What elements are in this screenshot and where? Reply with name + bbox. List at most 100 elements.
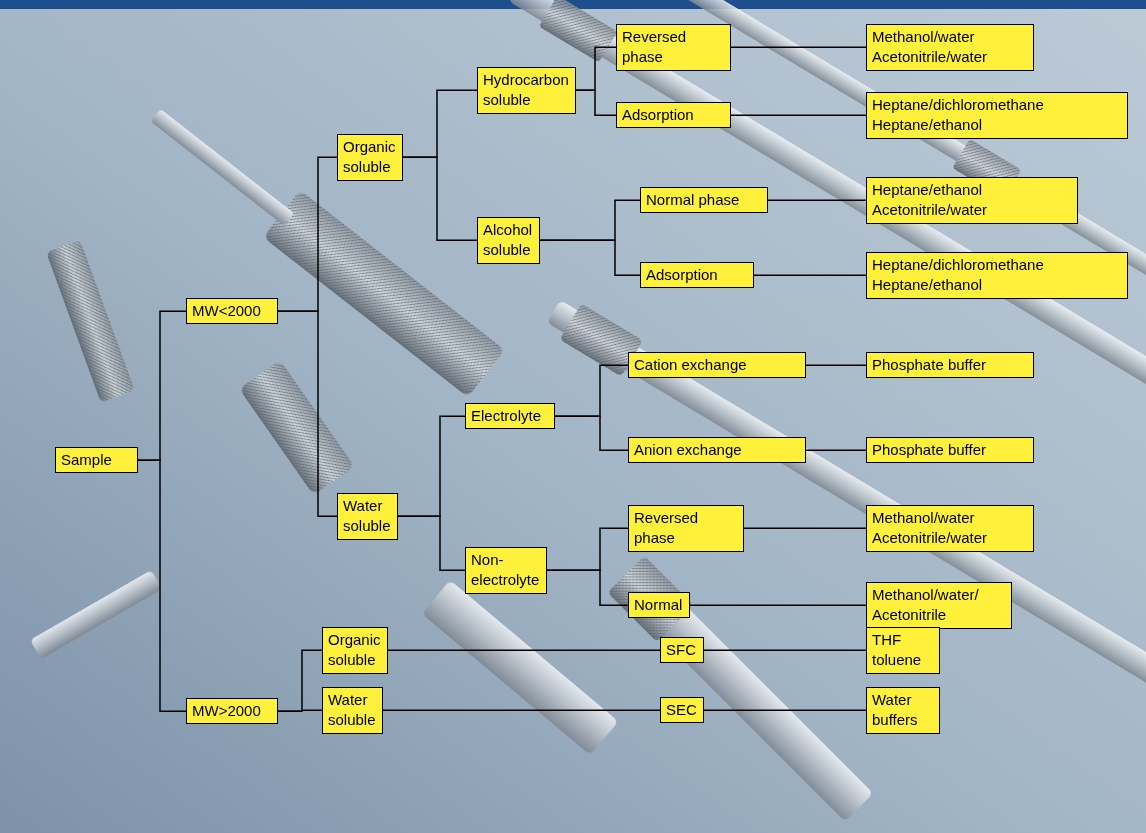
connector bbox=[383, 709, 660, 711]
connector bbox=[278, 650, 322, 711]
box-text: Electrolyte bbox=[471, 406, 549, 426]
column-fitting bbox=[539, 0, 618, 62]
connector bbox=[398, 516, 465, 570]
knurling bbox=[539, 0, 618, 62]
connector bbox=[403, 157, 477, 240]
category-box: Cation exchange bbox=[628, 352, 806, 378]
connector bbox=[540, 200, 640, 240]
category-box: Methanol/water Acetonitrile/water bbox=[866, 505, 1034, 552]
category-box: Phosphate buffer bbox=[866, 352, 1034, 378]
connector bbox=[278, 157, 337, 311]
connector bbox=[138, 311, 186, 460]
box-text: Methanol/water Acetonitrile/water bbox=[872, 27, 1028, 68]
knurling bbox=[607, 556, 693, 642]
category-box: Adsorption bbox=[640, 262, 754, 288]
box-text: MW>2000 bbox=[192, 701, 272, 721]
box-text: Reversed phase bbox=[634, 508, 738, 549]
box-text: SEC bbox=[666, 700, 698, 720]
column-illustration bbox=[30, 0, 1146, 826]
box-text: Reversed phase bbox=[622, 27, 725, 68]
connector bbox=[540, 240, 640, 275]
category-box: Adsorption bbox=[616, 102, 731, 128]
category-box: Reversed phase bbox=[616, 24, 731, 71]
category-box: Water soluble bbox=[322, 687, 383, 734]
connector bbox=[555, 365, 628, 416]
category-box: SEC bbox=[660, 697, 704, 723]
column-rod bbox=[612, 560, 874, 822]
connector bbox=[731, 114, 866, 116]
box-text: Phosphate buffer bbox=[872, 440, 1028, 460]
category-box: Water buffers bbox=[866, 687, 940, 734]
category-box: Organic soluble bbox=[322, 627, 388, 674]
box-text: MW<2000 bbox=[192, 301, 272, 321]
category-box: Alcohol soluble bbox=[477, 217, 540, 264]
connector bbox=[576, 47, 616, 90]
connector bbox=[704, 649, 866, 651]
connector bbox=[555, 416, 628, 450]
connector bbox=[744, 528, 866, 530]
category-box: Water soluble bbox=[337, 493, 398, 540]
category-box: Reversed phase bbox=[628, 505, 744, 552]
box-text: Sample bbox=[61, 450, 132, 470]
box-text: Normal phase bbox=[646, 190, 762, 210]
knurling bbox=[239, 360, 355, 495]
connector bbox=[547, 528, 628, 570]
category-box: Normal phase bbox=[640, 187, 768, 213]
category-box: Methanol/water/ Acetonitrile bbox=[866, 582, 1012, 629]
category-box: MW>2000 bbox=[186, 698, 278, 724]
box-text: Phosphate buffer bbox=[872, 355, 1028, 375]
box-text: Cation exchange bbox=[634, 355, 800, 375]
box-text: SFC bbox=[666, 640, 698, 660]
category-box: Organic soluble bbox=[337, 134, 403, 181]
column-rod bbox=[30, 570, 162, 659]
knurling bbox=[263, 190, 505, 397]
box-text: Organic soluble bbox=[343, 137, 397, 178]
category-box: Non-electrolyte bbox=[465, 547, 547, 594]
connector bbox=[278, 710, 322, 712]
connector bbox=[731, 47, 866, 49]
connector bbox=[690, 604, 866, 606]
box-text: Adsorption bbox=[622, 105, 725, 125]
box-text: Methanol/water/ Acetonitrile bbox=[872, 585, 1006, 626]
box-text: Methanol/water Acetonitrile/water bbox=[872, 508, 1028, 549]
connector bbox=[768, 199, 866, 201]
category-box: Heptane/dichloromethane Heptane/ethanol bbox=[866, 252, 1128, 299]
connector bbox=[278, 311, 337, 516]
box-text: Adsorption bbox=[646, 265, 748, 285]
connector bbox=[754, 274, 866, 276]
category-box: MW<2000 bbox=[186, 298, 278, 324]
category-box: Heptane/ethanol Acetonitrile/water bbox=[866, 177, 1078, 224]
connector bbox=[806, 449, 866, 451]
box-text: Heptane/ethanol Acetonitrile/water bbox=[872, 180, 1072, 221]
column-rod bbox=[547, 300, 1146, 714]
box-text: Alcohol soluble bbox=[483, 220, 534, 261]
knurling bbox=[46, 240, 135, 403]
box-text: THF toluene bbox=[872, 630, 934, 671]
box-text: Non-electrolyte bbox=[471, 550, 541, 591]
box-text: Water soluble bbox=[343, 496, 392, 537]
column-rod bbox=[422, 580, 619, 755]
box-text: Hydrocarbon soluble bbox=[483, 70, 570, 111]
category-box: Heptane/dichloromethane Heptane/ethanol bbox=[866, 92, 1128, 139]
box-text: Heptane/dichloromethane Heptane/ethanol bbox=[872, 255, 1122, 296]
box-text: Water buffers bbox=[872, 690, 934, 731]
category-box: Anion exchange bbox=[628, 437, 806, 463]
category-box: SFC bbox=[660, 637, 704, 663]
connector bbox=[704, 709, 866, 711]
connector bbox=[806, 364, 866, 366]
column-fitting bbox=[46, 240, 135, 403]
category-box: Methanol/water Acetonitrile/water bbox=[866, 24, 1034, 71]
box-text: Heptane/dichloromethane Heptane/ethanol bbox=[872, 95, 1122, 136]
column-fitting bbox=[239, 360, 355, 495]
box-text: Normal bbox=[634, 595, 684, 615]
connector bbox=[403, 90, 477, 157]
column-fitting bbox=[607, 556, 693, 642]
connector bbox=[576, 90, 616, 115]
box-text: Anion exchange bbox=[634, 440, 800, 460]
connector bbox=[547, 570, 628, 605]
category-box: Sample bbox=[55, 447, 138, 473]
connector bbox=[398, 416, 465, 516]
category-box: Normal bbox=[628, 592, 690, 618]
